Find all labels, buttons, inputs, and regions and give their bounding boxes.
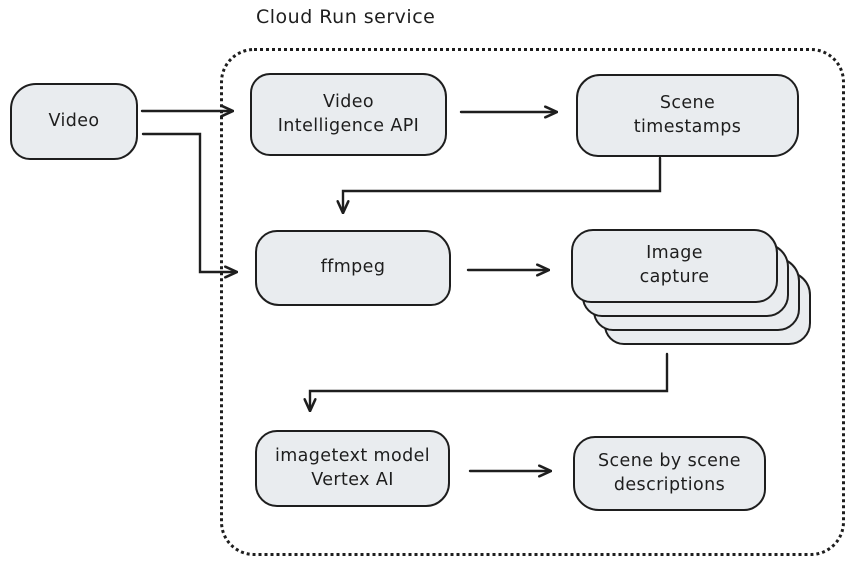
edge-video-to-ffmpeg: [141, 132, 236, 272]
node-video-intelligence-api: Video Intelligence API: [250, 73, 447, 156]
cloud-run-service-boundary: [220, 48, 845, 556]
node-scene-by-scene-descriptions: Scene by scene descriptions: [573, 436, 766, 511]
node-ffmpeg: ffmpeg: [255, 230, 451, 306]
node-image-capture: Image capture: [571, 229, 778, 303]
node-scene-timestamps: Scene timestamps: [576, 74, 799, 157]
edge-scene-timestamps-to-ffmpeg: [343, 156, 662, 212]
node-video: Video: [10, 83, 138, 160]
node-imagetext-vertex-ai: imagetext model Vertex AI: [255, 430, 450, 507]
diagram-title: Cloud Run service: [256, 6, 436, 28]
edge-image-capture-to-vertex-model: [310, 352, 669, 410]
